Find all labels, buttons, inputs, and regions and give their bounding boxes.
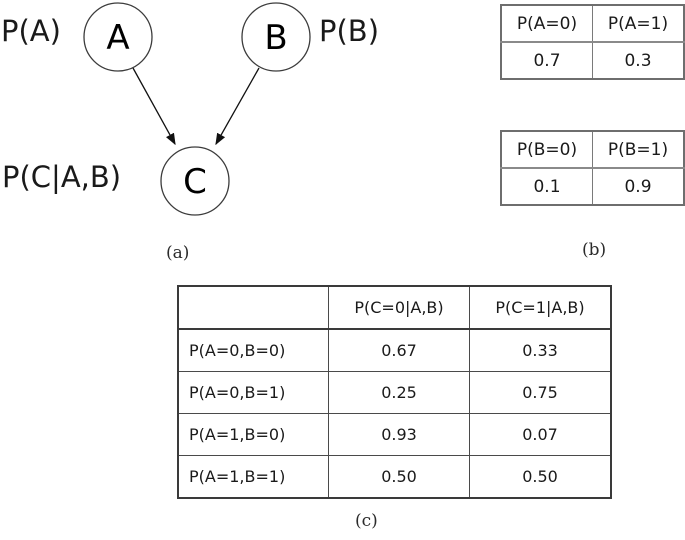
node-a-letter: A	[106, 18, 129, 58]
cpt-cell-1-0: 0.25	[328, 371, 470, 414]
cpt-row-label-0: P(A=0,B=0)	[177, 328, 329, 372]
cpt-cell-0-1: 0.33	[469, 328, 612, 372]
node-c-circle[interactable]	[160, 146, 230, 216]
prior-b-value-0: 0.1	[500, 167, 593, 206]
prior-a-value-0: 0.7	[500, 41, 593, 80]
cpt-row-label-1: P(A=0,B=1)	[177, 371, 329, 414]
prior-table-b: P(B=0) P(B=1) 0.1 0.9	[500, 130, 685, 206]
bayesian-network-diagram: A B C P(A) P(B) P(C|A,B)	[0, 0, 430, 230]
prior-a-value-1: 0.3	[592, 41, 685, 80]
cpt-cell-3-1: 0.50	[469, 455, 612, 499]
prior-a-header-0: P(A=0)	[500, 4, 593, 43]
cpt-corner-cell	[177, 285, 329, 330]
cpt-header-1: P(C=1|A,B)	[469, 285, 612, 330]
node-b-circle[interactable]	[241, 2, 311, 72]
cpt-cell-0-0: 0.67	[328, 328, 470, 372]
table-row: P(B=0) P(B=1)	[500, 130, 685, 169]
node-a-circle[interactable]	[83, 2, 153, 72]
table-row: P(A=1,B=0) 0.93 0.07	[177, 413, 612, 456]
caption-c: (c)	[355, 511, 378, 531]
table-row: P(A=0) P(A=1)	[500, 4, 685, 43]
node-b-probability-label: P(B)	[319, 14, 380, 48]
node-c-probability-label: P(C|A,B)	[2, 160, 122, 194]
edge-b-to-c	[215, 67, 260, 146]
table-row: 0.1 0.9	[500, 167, 685, 206]
prior-b-header-0: P(B=0)	[500, 130, 593, 169]
cpt-header-0: P(C=0|A,B)	[328, 285, 470, 330]
prior-b-header-1: P(B=1)	[592, 130, 685, 169]
edge-a-to-c	[132, 67, 176, 146]
node-a-probability-label: P(A)	[1, 14, 61, 48]
prior-a-header-1: P(A=1)	[592, 4, 685, 43]
table-row: P(A=0,B=0) 0.67 0.33	[177, 328, 612, 372]
cpt-cell-2-0: 0.93	[328, 413, 470, 456]
node-c-letter: C	[183, 162, 207, 202]
table-row: P(A=0,B=1) 0.25 0.75	[177, 371, 612, 414]
node-b-letter: B	[264, 18, 287, 58]
cpt-cell-3-0: 0.50	[328, 455, 470, 499]
cpt-cell-1-1: 0.75	[469, 371, 612, 414]
cpt-row-label-3: P(A=1,B=1)	[177, 455, 329, 499]
graph-canvas: A B C	[83, 2, 311, 216]
table-header-row: P(C=0|A,B) P(C=1|A,B)	[177, 285, 612, 330]
cpt-row-label-2: P(A=1,B=0)	[177, 413, 329, 456]
table-row: 0.7 0.3	[500, 41, 685, 80]
caption-b: (b)	[582, 240, 607, 260]
prior-table-a: P(A=0) P(A=1) 0.7 0.3	[500, 4, 685, 80]
table-row: P(A=1,B=1) 0.50 0.50	[177, 455, 612, 499]
caption-a: (a)	[166, 243, 190, 263]
conditional-probability-table-c: P(C=0|A,B) P(C=1|A,B) P(A=0,B=0) 0.67 0.…	[177, 285, 612, 499]
prior-b-value-1: 0.9	[592, 167, 685, 206]
cpt-cell-2-1: 0.07	[469, 413, 612, 456]
